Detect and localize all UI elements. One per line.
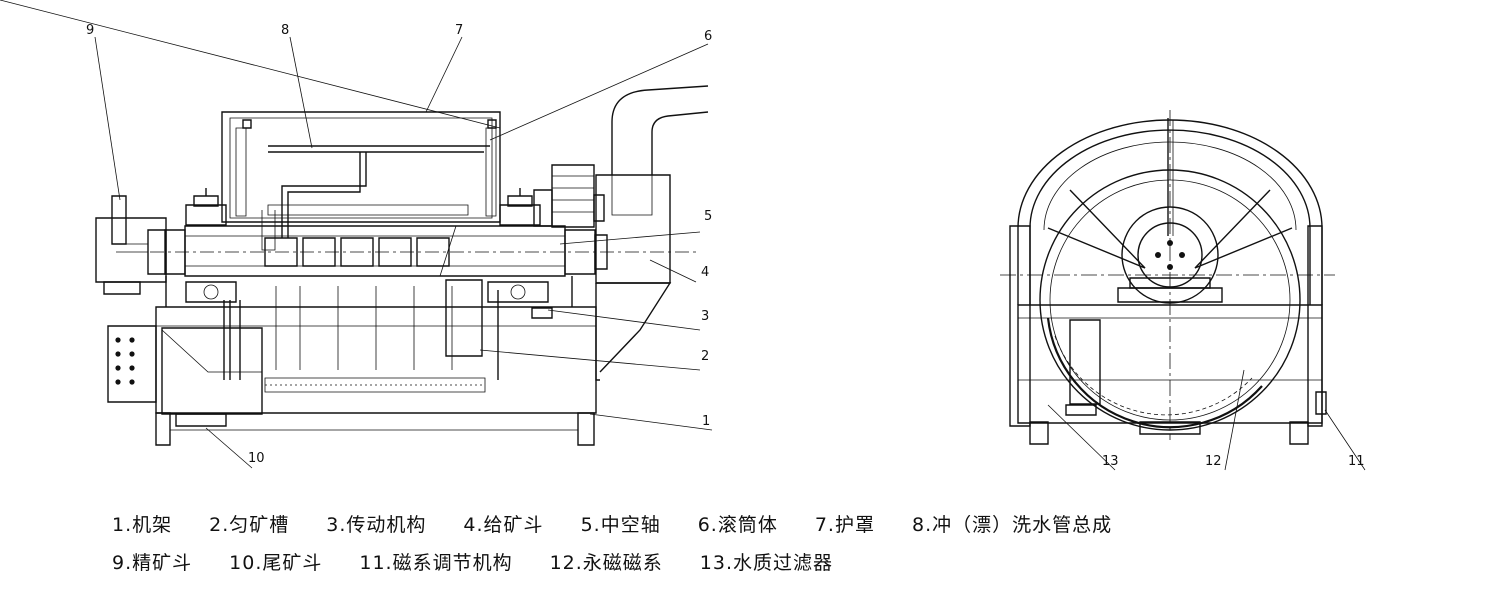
callout-13: 13 [1102,454,1119,469]
legend-row-1: 1.机架 2.匀矿槽 3.传动机构 4.给矿斗 5.中空轴 6.滚筒体 7.护罩… [112,506,1412,544]
callout-9: 9 [86,23,94,38]
callout-11: 11 [1348,454,1365,469]
concentrate-hopper [96,196,166,294]
technical-drawing: 9 8 7 6 5 4 3 2 1 10 13 12 11 [0,0,1507,490]
legend-item-7: 7.护罩 [814,514,875,536]
legend-item-12: 12.永磁磁系 [549,552,663,574]
protective-cover [0,0,500,222]
legend-item-5: 5.中空轴 [580,514,661,536]
legend-item-13: 13.水质过滤器 [699,552,834,574]
bearings [186,188,548,302]
legend-row-2: 9.精矿斗 10.尾矿斗 11.磁系调节机构 12.永磁磁系 13.水质过滤器 [112,544,1412,582]
parts-legend: 1.机架 2.匀矿槽 3.传动机构 4.给矿斗 5.中空轴 6.滚筒体 7.护罩… [112,506,1412,582]
callout-10: 10 [248,451,265,466]
legend-item-4: 4.给矿斗 [463,514,544,536]
side-view [0,0,708,445]
trough [156,280,596,413]
legend-item-11: 11.磁系调节机构 [359,552,513,574]
legend-item-2: 2.匀矿槽 [209,514,290,536]
feed-hopper [596,86,708,380]
legend-item-6: 6.滚筒体 [697,514,778,536]
callout-8: 8 [281,23,289,38]
legend-item-8: 8.冲（漂）洗水管总成 [911,514,1113,536]
drive-motor [532,165,604,318]
frame [156,276,594,445]
drum-body [150,226,700,276]
callout-5: 5 [704,209,712,224]
control-box [108,326,156,402]
callout-6: 6 [704,29,712,44]
tailings-hopper [162,328,262,426]
callout-2: 2 [701,349,709,364]
callout-3: 3 [701,309,709,324]
legend-item-9: 9.精矿斗 [112,552,193,574]
callouts: 9 8 7 6 5 4 3 2 1 10 13 12 11 [86,23,1365,470]
front-view [1000,110,1335,444]
legend-item-3: 3.传动机构 [326,514,427,536]
callout-7: 7 [455,23,463,38]
legend-item-10: 10.尾矿斗 [229,552,323,574]
legend-item-1: 1.机架 [112,514,173,536]
wash-water-pipe [262,146,490,250]
callout-4: 4 [701,265,709,280]
callout-12: 12 [1205,454,1222,469]
callout-1: 1 [702,414,710,429]
